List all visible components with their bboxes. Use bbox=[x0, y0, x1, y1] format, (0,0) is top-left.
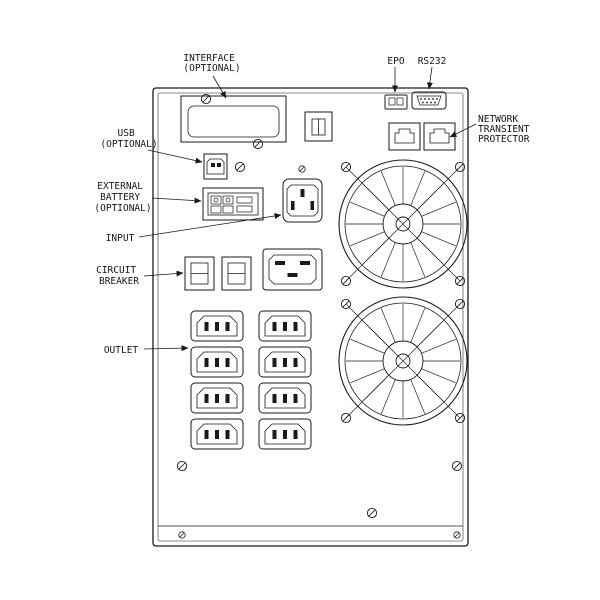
epo-connector bbox=[384, 94, 408, 110]
outlet-c19 bbox=[262, 248, 323, 291]
outlet-leader-line bbox=[143, 345, 189, 352]
rs232-label: RS232 bbox=[418, 56, 447, 67]
battery-leader-line bbox=[151, 197, 202, 204]
outlet-label: OUTLET bbox=[104, 345, 139, 356]
input-inlet bbox=[282, 178, 323, 223]
aux-port bbox=[304, 111, 333, 142]
rs232-port bbox=[411, 91, 447, 110]
fan-bottom bbox=[339, 297, 467, 425]
rs232-leader-line bbox=[426, 66, 433, 90]
circuit-breaker-label: CIRCUIT BREAKER bbox=[96, 265, 142, 287]
network-transient-protector-label: NETWORK TRANSIENT PROTECTOR bbox=[478, 114, 535, 145]
external-battery-label: EXTERNAL BATTERY (OPTIONAL) bbox=[94, 181, 151, 214]
circuit-breaker-leader-line bbox=[143, 270, 184, 277]
usb-leader-line bbox=[147, 149, 203, 164]
interface-label: INTERFACE (OPTIONAL) bbox=[183, 53, 240, 74]
epo-label: EPO bbox=[387, 56, 404, 67]
external-battery-connector bbox=[202, 187, 264, 221]
circuit-breaker-1 bbox=[184, 256, 215, 291]
interface-leader-line bbox=[212, 75, 227, 99]
network-leader-line bbox=[449, 123, 477, 138]
input-leader-line bbox=[138, 213, 282, 238]
fan-top bbox=[339, 160, 467, 288]
usb-port bbox=[203, 153, 228, 180]
input-label: INPUT bbox=[106, 233, 135, 244]
interface-slot bbox=[180, 95, 287, 143]
circuit-breaker-2 bbox=[221, 256, 252, 291]
chassis-outline bbox=[152, 87, 469, 547]
usb-label: USB (OPTIONAL) bbox=[100, 128, 157, 150]
